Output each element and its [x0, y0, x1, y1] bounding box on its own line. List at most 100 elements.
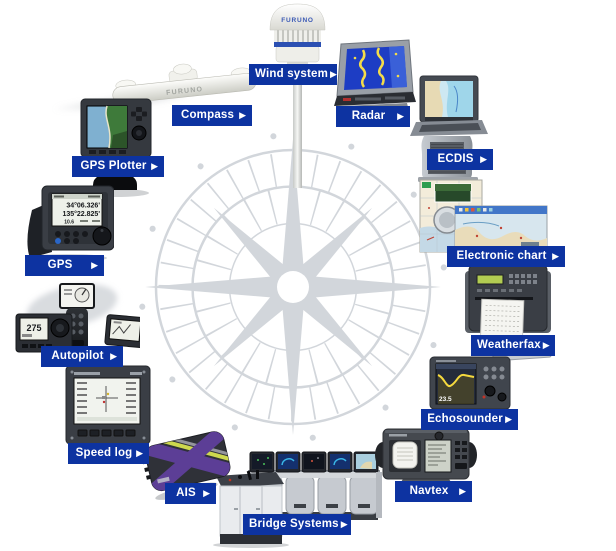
- bridge-console: [213, 451, 382, 548]
- brand-text: FURUNO: [281, 17, 314, 24]
- compass-label-button[interactable]: Compass ▶: [172, 105, 252, 126]
- gps-speed: 10.6: [64, 220, 74, 226]
- plotter-screen: [86, 105, 128, 149]
- ecdis-keyboard: [419, 123, 481, 132]
- satellite-compass-image: FURUNO: [105, 48, 262, 121]
- gps-screen: 34°06.326' 135°22.825' 10.6: [51, 193, 103, 227]
- electronic-chart-label-button[interactable]: Electronic chart ▶: [447, 246, 565, 267]
- wind-sensor: FURUNO: [269, 3, 326, 188]
- arrow-right-icon: ▶: [459, 486, 466, 496]
- compass-label-text: Compass: [180, 109, 235, 121]
- autopilot-label-button[interactable]: Autopilot ▶: [41, 346, 123, 367]
- weatherfax-label-text: Weatherfax: [477, 339, 541, 351]
- sensor-pole: [293, 68, 302, 188]
- sensor-dome: [269, 3, 326, 31]
- rose-center-hole: [277, 271, 309, 303]
- bridge-systems-label-text: Bridge Systems: [249, 518, 339, 530]
- gps-dial: [92, 226, 112, 246]
- arrow-right-icon: ▶: [552, 251, 559, 261]
- electronic-charts: [419, 179, 548, 253]
- autopilot-image: 275: [14, 278, 148, 367]
- echosounder-depth: 23.5: [439, 396, 452, 403]
- bridge-systems-label-button[interactable]: Bridge Systems ▶: [243, 514, 351, 535]
- sensor-blue-ring: [274, 42, 321, 47]
- speed-log-unit: [65, 365, 151, 445]
- echosounder-unit: 23.5: [429, 356, 511, 413]
- arrow-right-icon: ▶: [110, 351, 117, 361]
- arrow-right-icon: ▶: [136, 448, 143, 458]
- echosounder-knob: [484, 385, 496, 397]
- wind-system-label-button[interactable]: Wind system ▶: [249, 64, 337, 85]
- speed-log-label-text: Speed log: [75, 447, 133, 459]
- gps-label-text: GPS: [47, 259, 73, 271]
- compass-rose-watermark: [138, 132, 448, 442]
- ecdis-label-text: ECDIS: [437, 153, 474, 165]
- plotter-dpad: [131, 107, 147, 121]
- navtex-unit: [375, 428, 477, 485]
- speed-log-buttons: [77, 429, 136, 437]
- autopilot-control-head: 275: [15, 313, 73, 353]
- speed-log-label-button[interactable]: Speed log ▶: [68, 443, 149, 464]
- navtex-label-button[interactable]: Navtex ▶: [395, 481, 472, 502]
- ais-image: [136, 423, 241, 511]
- echosounder-buttons: [483, 366, 505, 380]
- radar-label-button[interactable]: Radar ▶: [336, 106, 410, 127]
- rose-center-ring: [271, 265, 315, 309]
- gps-label-button[interactable]: GPS ▶: [25, 255, 104, 276]
- echosounder-image: 23.5: [428, 353, 512, 420]
- gps-image: 34°06.326' 135°22.825' 10.6: [12, 182, 115, 267]
- weatherfax-buttons: [477, 274, 537, 292]
- navtex-label-text: Navtex: [409, 485, 449, 497]
- radar-screen: [344, 46, 407, 90]
- electronic-chart-label-text: Electronic chart: [456, 250, 547, 262]
- radar-label-text: Radar: [351, 110, 386, 122]
- radar-keyboard: [334, 92, 416, 106]
- gps-lat: 34°06.326': [66, 202, 100, 210]
- gps-lon: 135°22.825': [62, 210, 100, 218]
- arrow-right-icon: ▶: [91, 260, 98, 270]
- arrow-right-icon: ▶: [203, 488, 210, 498]
- navtex-buttons: [455, 441, 467, 469]
- weatherfax-label-button[interactable]: Weatherfax ▶: [471, 335, 555, 356]
- arrow-right-icon: ▶: [151, 161, 158, 171]
- ais-transponder: [142, 429, 232, 500]
- arrow-right-icon: ▶: [397, 111, 404, 121]
- ais-label-text: AIS: [176, 487, 196, 499]
- satellite-compass: FURUNO: [112, 63, 257, 104]
- arrow-right-icon: ▶: [542, 340, 550, 350]
- arrow-right-icon: ▶: [480, 154, 487, 164]
- arrow-right-icon: ▶: [330, 69, 337, 79]
- gps-unit: 34°06.326' 135°22.825' 10.6: [27, 185, 115, 262]
- autopilot-units: 275: [15, 283, 148, 363]
- rose-star: [145, 139, 441, 435]
- echosounder-label-button[interactable]: Echosounder ▶: [421, 409, 518, 430]
- chart-panel-landscape: [454, 205, 548, 253]
- wind-system-label-text: Wind system: [255, 68, 329, 80]
- echosounder-screen: 23.5: [435, 363, 477, 405]
- wind-sensor-image: FURUNO: [266, 2, 328, 195]
- ecdis-screen: [425, 81, 473, 117]
- ecdis-label-button[interactable]: ECDIS ▶: [427, 149, 493, 170]
- autopilot-heading: 275: [26, 323, 41, 333]
- navtex-paper: [392, 441, 418, 469]
- arrow-right-icon: ▶: [340, 519, 348, 529]
- weatherfax-lcd: [476, 274, 504, 285]
- speed-log-screen: [73, 377, 141, 425]
- gps-plotter-label-text: GPS Plotter: [80, 160, 147, 172]
- gps-buttons: [55, 231, 88, 244]
- brand-text: FURUNO: [166, 86, 204, 97]
- electronic-chart-image: [417, 178, 549, 261]
- arrow-right-icon: ▶: [505, 414, 512, 424]
- gps-plotter-label-button[interactable]: GPS Plotter ▶: [72, 156, 164, 177]
- speed-log-image: [64, 364, 152, 451]
- bridge-systems-image: [210, 446, 382, 551]
- navtex-screen: [424, 439, 452, 473]
- echosounder-label-text: Echosounder: [427, 413, 503, 425]
- ais-label-button[interactable]: AIS ▶: [165, 483, 216, 504]
- autopilot-label-text: Autopilot: [51, 350, 104, 362]
- arrow-right-icon: ▶: [239, 110, 246, 120]
- ecdis-image: [406, 74, 494, 187]
- plotter-buttons: [89, 150, 126, 154]
- autopilot-display-unit: [104, 314, 148, 349]
